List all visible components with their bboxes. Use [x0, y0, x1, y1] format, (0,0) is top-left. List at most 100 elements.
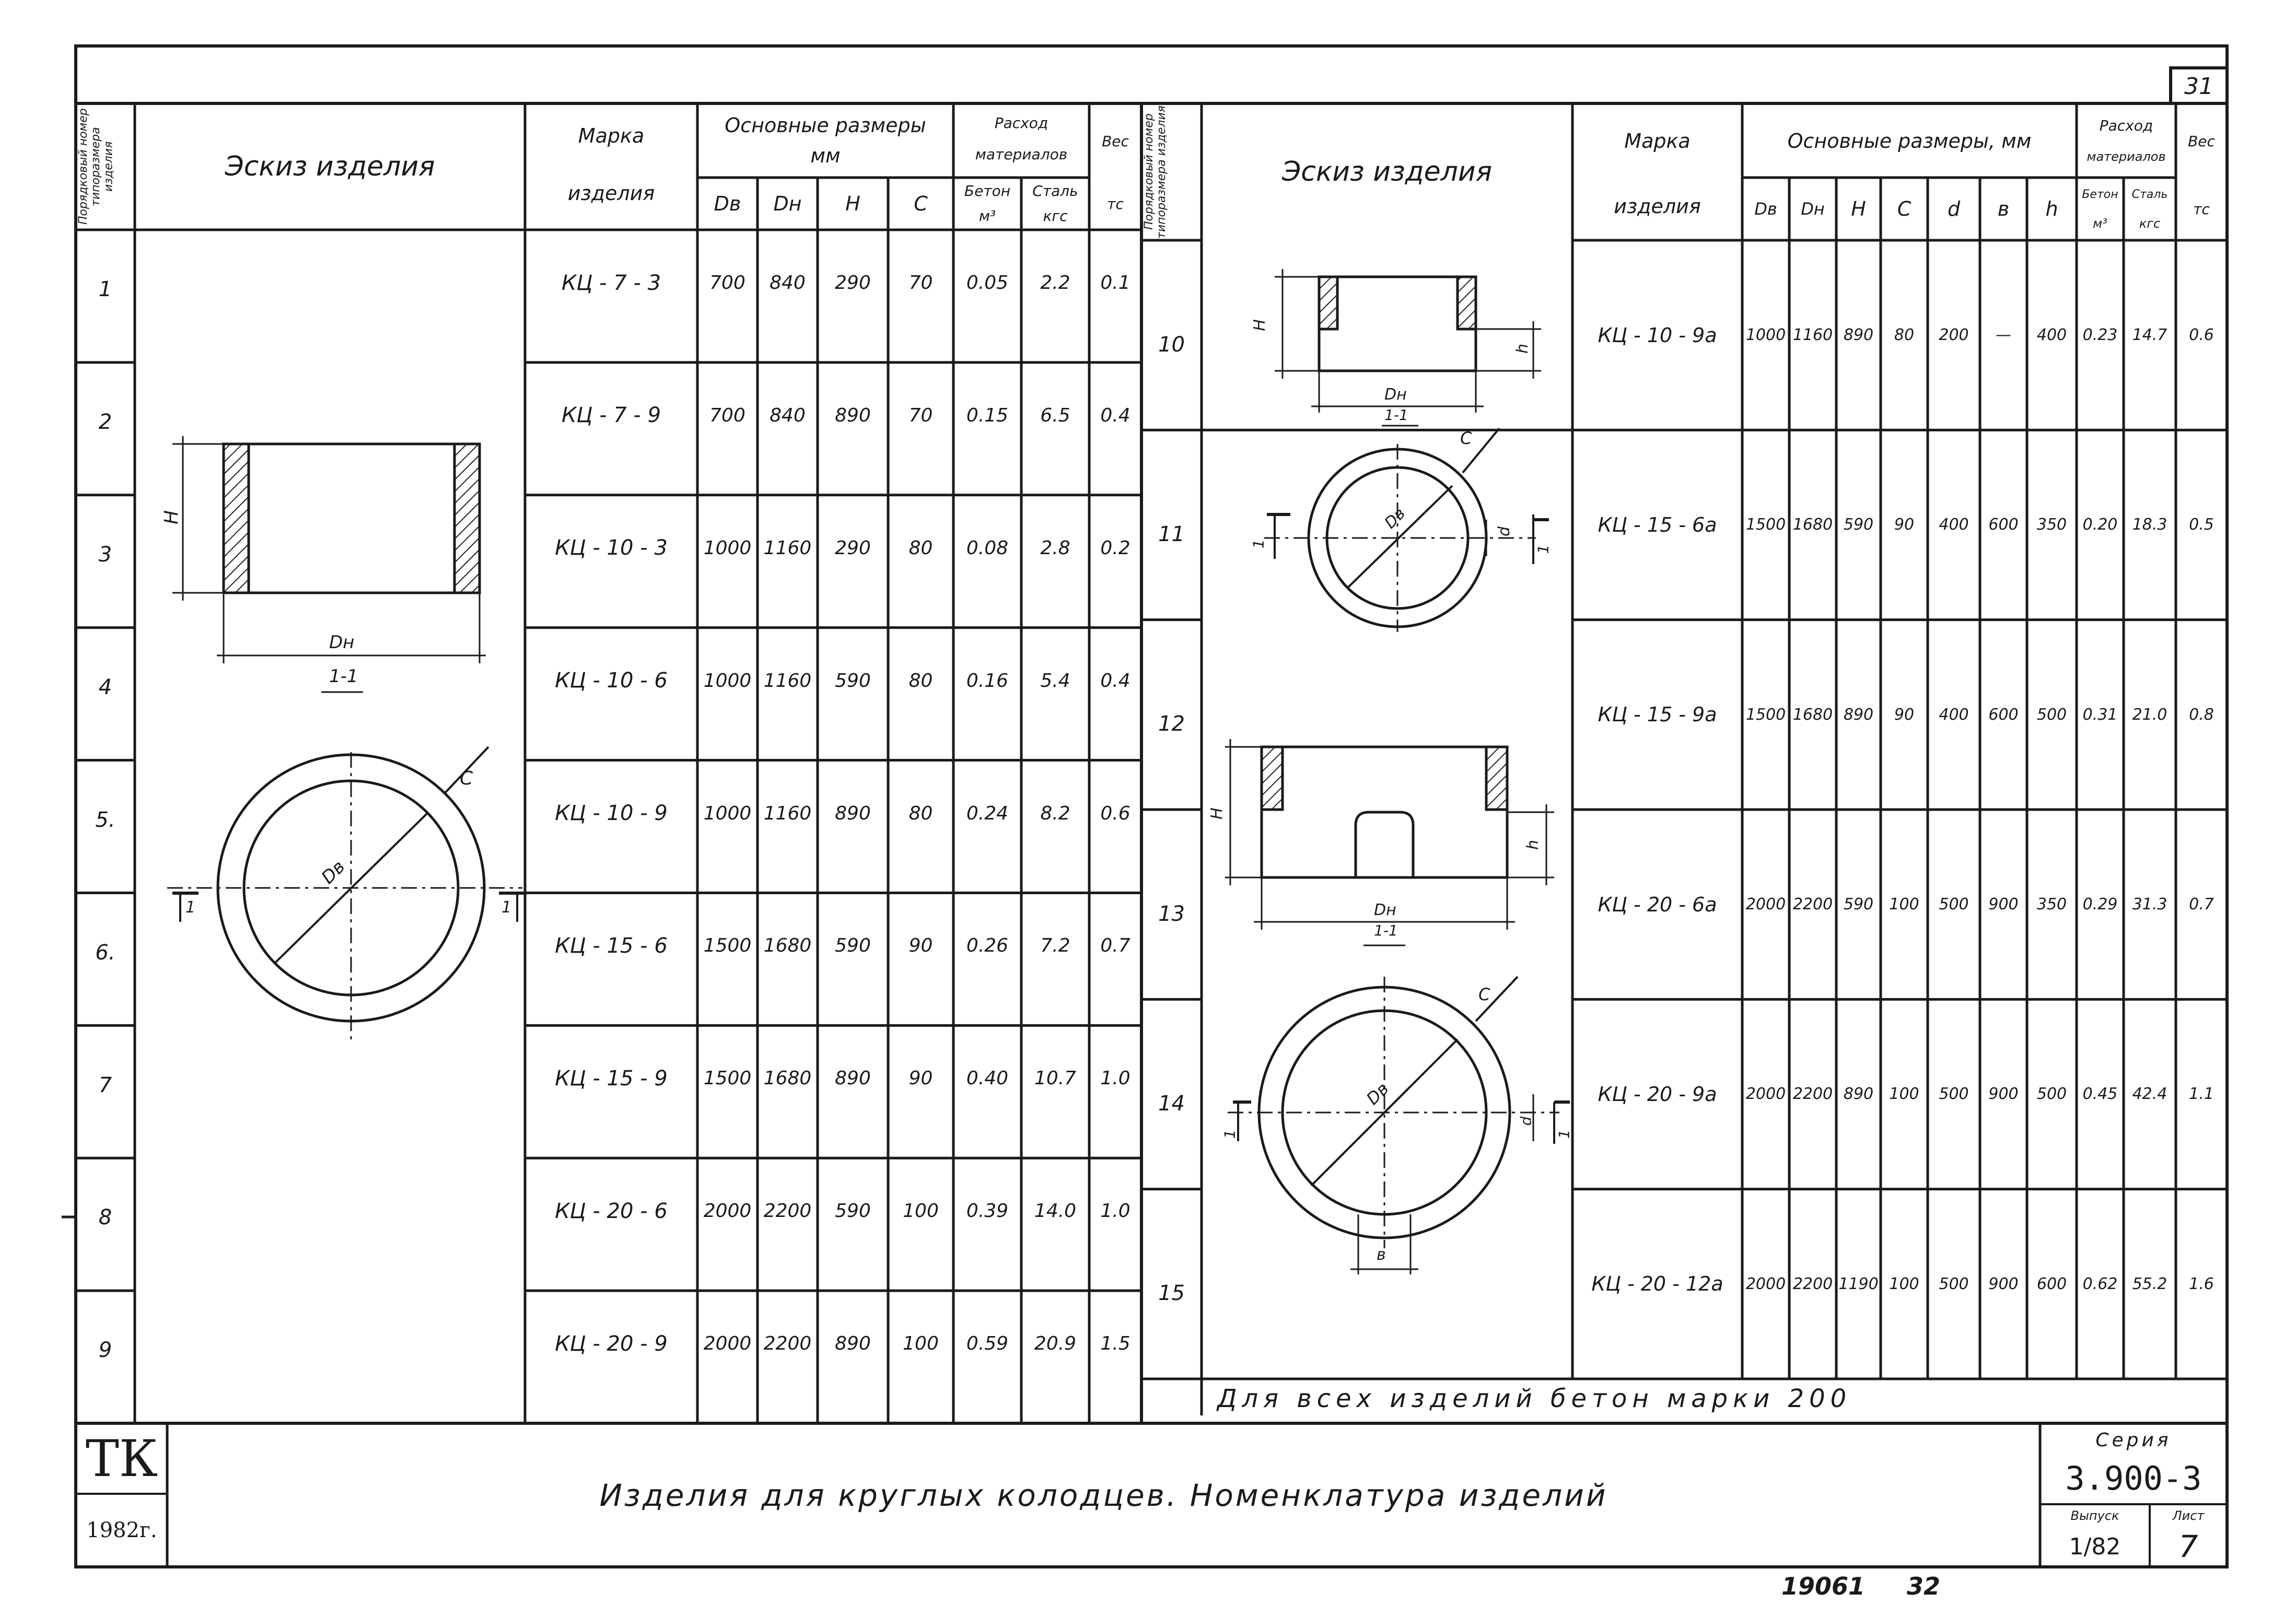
left-row-9-dv: 2000	[703, 1333, 752, 1355]
right-sub-dn: Dн	[1801, 199, 1825, 219]
left-sketch-h-label: H	[161, 510, 183, 525]
right-row-12-beton: 0.31	[2082, 705, 2118, 724]
right-row-11-no: 11	[1158, 522, 1185, 547]
right-row-15-hh: 600	[2036, 1274, 2067, 1293]
left-row-6-mark: КЦ - 15 - 6	[555, 933, 668, 958]
left-row-5-stal: 8.2	[1040, 802, 1070, 824]
right11-hh-label: h	[1524, 839, 1543, 850]
right11-cut-right: 1	[1555, 1129, 1573, 1139]
right-row-11-hh: 350	[2036, 516, 2067, 534]
left-row-9-no: 9	[98, 1338, 112, 1363]
right-row-13-b: 900	[1988, 895, 2019, 914]
left-row-2-dv: 700	[709, 404, 745, 426]
right-row-10-beton: 0.23	[2082, 326, 2118, 345]
right-row-12-ves: 0.8	[2189, 705, 2214, 724]
right11-dn-label: Dн	[1374, 901, 1396, 919]
left-row-2-c: 70	[908, 404, 933, 426]
right-row-14-mark: КЦ - 20 - 9а	[1598, 1082, 1717, 1106]
right-col-sketch-header: Эскиз изделия	[1282, 156, 1492, 188]
right-row-10-dv: 1000	[1745, 326, 1786, 345]
right-row-10-mark: КЦ - 10 - 9а	[1598, 323, 1717, 347]
right-row-14-hh: 500	[2036, 1085, 2067, 1104]
right-row-11-stal: 18.3	[2132, 516, 2167, 534]
left-sub-stal-unit: кгс	[1043, 207, 1068, 225]
right-row-15-h: 1190	[1838, 1274, 1879, 1293]
left-row-6-c: 90	[908, 935, 933, 957]
left-row-4-dn: 1160	[763, 670, 812, 692]
issue-label: Выпуск	[2070, 1508, 2119, 1523]
left-sub-c: C	[914, 192, 928, 215]
right-sub-dv: Dв	[1754, 199, 1777, 219]
left-row-1-dn: 840	[770, 272, 806, 294]
right-col-weight-header: Вес	[2188, 132, 2215, 150]
left-row-9-stal: 20.9	[1034, 1333, 1077, 1355]
left-row-1-stal: 2.2	[1040, 272, 1070, 294]
left-row-2-beton: 0.15	[966, 404, 1009, 426]
left-sub-beton-unit: м³	[978, 207, 996, 225]
right-row-10-b: —	[1996, 326, 2011, 345]
drawing-year: 1982г.	[86, 1518, 157, 1542]
right11-d-label: d	[1517, 1116, 1535, 1126]
left-row-1-dv: 700	[709, 272, 745, 294]
page-number: 31	[2184, 73, 2213, 100]
right-row-12-h: 890	[1843, 705, 1874, 724]
right11-cut-left: 1	[1221, 1129, 1239, 1139]
right-row-12-stal: 21.0	[2132, 705, 2167, 724]
right-row-15-stal: 55.2	[2132, 1274, 2167, 1293]
left-row-9-beton: 0.59	[966, 1333, 1009, 1355]
left-row-1-mark: КЦ - 7 - 3	[561, 271, 661, 295]
left-row-2-no: 2	[98, 410, 112, 435]
left-row-1-ves: 0.1	[1100, 272, 1130, 294]
left-row-5-c: 80	[908, 802, 933, 824]
right-row-11-mark: КЦ - 15 - 6а	[1598, 513, 1717, 536]
right-row-12-dn: 1680	[1792, 705, 1833, 724]
right-row-13-no: 13	[1158, 901, 1185, 926]
drawing-title: Изделия для круглых колодцев. Номенклату…	[599, 1477, 1608, 1513]
left-row-2-h: 890	[835, 404, 871, 426]
right-col-material-header-1: Расход	[2099, 116, 2153, 134]
left-row-4-stal: 5.4	[1040, 670, 1070, 692]
left-col-mark-header-2: изделия	[567, 182, 655, 205]
left-elevation-sketch	[172, 436, 486, 693]
left-row-2-stal: 6.5	[1040, 404, 1070, 426]
right10-h-label: H	[1250, 319, 1269, 331]
right-row-11-c: 90	[1894, 516, 1915, 534]
right-sub-hh: h	[2045, 197, 2058, 220]
left-row-1-h: 290	[835, 272, 871, 294]
left-row-6-h: 590	[835, 935, 871, 957]
right11-c-label: C	[1478, 985, 1490, 1004]
right-col-dims-header: Основные размеры, мм	[1787, 130, 2032, 153]
left-row-8-h: 590	[835, 1200, 871, 1222]
right-row-15-mark: КЦ - 20 - 12а	[1591, 1272, 1723, 1296]
left-row-1-no: 1	[98, 277, 112, 302]
left-col-material-header-2: материалов	[975, 145, 1068, 163]
right-row-12-dv: 1500	[1745, 705, 1786, 724]
right10-cut-left: 1	[1250, 539, 1267, 549]
right-row-14-ves: 1.1	[2189, 1085, 2214, 1104]
right-sub-stal-unit: кгс	[2139, 216, 2161, 231]
right-sub-b: в	[1997, 197, 2010, 220]
right-sketch-10-plan	[1264, 427, 1549, 632]
right-sub-d: d	[1947, 197, 1961, 220]
left-row-3-ves: 0.2	[1100, 537, 1130, 559]
right11-h-label: H	[1207, 807, 1226, 819]
left-row-5-beton: 0.24	[966, 802, 1009, 824]
right-row-12-hh: 500	[2036, 705, 2067, 724]
left-col-material-header-1: Расход	[994, 114, 1048, 132]
left-row-9-mark: КЦ - 20 - 9	[555, 1331, 668, 1356]
left-col-number-header: Порядковый номер типоразмера изделия	[77, 108, 115, 225]
right-row-14-h: 890	[1843, 1085, 1874, 1104]
left-row-4-beton: 0.16	[966, 670, 1009, 692]
left-row-9-ves: 1.5	[1100, 1333, 1130, 1355]
right-row-14-dv: 2000	[1745, 1085, 1786, 1104]
right-col-mark-header-1: Марка	[1624, 130, 1691, 153]
left-row-3-h: 290	[835, 537, 871, 559]
right-col-material-header-2: материалов	[2087, 149, 2166, 164]
left-sub-beton: Бетон	[964, 182, 1011, 200]
left-row-5-ves: 0.6	[1100, 802, 1130, 824]
left-row-4-c: 80	[908, 670, 933, 692]
left-row-6-ves: 0.7	[1100, 935, 1130, 957]
left-sub-ves: тс	[1107, 195, 1124, 213]
right-row-10-hh: 400	[2036, 326, 2067, 345]
